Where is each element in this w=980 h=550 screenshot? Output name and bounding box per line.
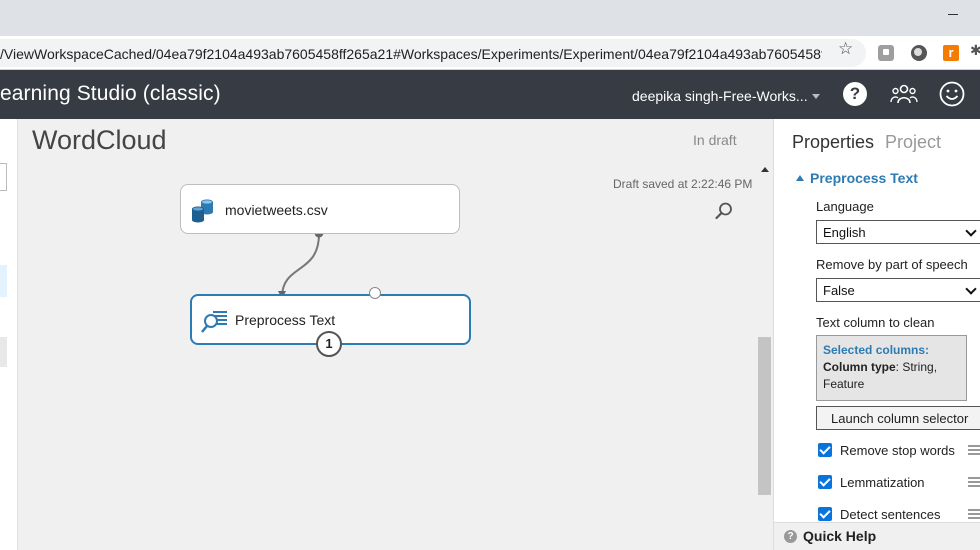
drag-handle-icon[interactable] <box>968 445 980 455</box>
minimize-icon[interactable] <box>948 14 958 15</box>
dataset-module[interactable]: movietweets.csv <box>180 184 460 234</box>
left-nav-item[interactable] <box>0 337 7 367</box>
column-type-key: Column type <box>823 360 896 374</box>
detect-sentences-row[interactable]: Detect sentences <box>816 507 980 525</box>
column-type-value: : String, Feature <box>823 360 938 391</box>
remove-stop-words-row[interactable]: Remove stop words <box>816 443 980 461</box>
browser-titlebar <box>0 0 980 36</box>
left-nav-search-box[interactable] <box>0 163 7 191</box>
language-select[interactable]: English <box>816 220 980 244</box>
left-nav <box>0 119 18 550</box>
selected-columns-box: Selected columns: Column type: String, F… <box>816 335 967 401</box>
text-column-label: Text column to clean <box>816 315 935 330</box>
help-icon[interactable]: ? <box>843 82 867 106</box>
help-circle-icon[interactable]: ? <box>784 530 797 543</box>
experiment-status: In draft <box>693 132 737 148</box>
remove-stop-words-label[interactable]: Remove stop words <box>840 443 955 458</box>
quick-help-bar[interactable]: ? Quick Help <box>774 522 980 550</box>
quick-help-label[interactable]: Quick Help <box>803 528 877 544</box>
preprocess-text-label: Preprocess Text <box>235 312 336 328</box>
tab-properties[interactable]: Properties <box>792 132 875 152</box>
star-icon[interactable]: ☆ <box>838 39 854 58</box>
puzzle-icon[interactable]: ✱ <box>970 42 980 58</box>
workspace-selector[interactable]: deepika singh-Free-Works... <box>632 88 808 104</box>
scroll-thumb[interactable] <box>758 337 771 495</box>
canvas-scrollbar[interactable] <box>758 167 772 507</box>
column-type-line: Column type: String, Feature <box>823 359 960 393</box>
input-port[interactable] <box>369 287 381 299</box>
app-title: earning Studio (classic) <box>0 82 221 105</box>
step-badge: 1 <box>316 331 342 357</box>
detect-sentences-checkbox[interactable] <box>818 507 832 521</box>
left-nav-selected-item[interactable] <box>0 265 7 297</box>
url-text[interactable]: /ViewWorkspaceCached/04ea79f2104a493ab76… <box>0 46 822 62</box>
people-icon[interactable] <box>890 82 918 106</box>
preprocess-text-icon <box>201 311 227 333</box>
scroll-up-arrow-icon[interactable] <box>761 167 769 172</box>
lemmatization-label[interactable]: Lemmatization <box>840 475 925 490</box>
launch-column-selector-button[interactable]: Launch column selector <box>816 406 980 430</box>
tab-project[interactable]: Project <box>885 132 942 152</box>
lemmatization-checkbox[interactable] <box>818 475 832 489</box>
remove-stop-words-checkbox[interactable] <box>818 443 832 457</box>
draft-saved-text: Draft saved at 2:22:46 PM <box>613 177 753 191</box>
experiment-canvas[interactable]: WordCloud In draft Draft saved at 2:22:4… <box>18 119 773 550</box>
app-header: earning Studio (classic) deepika singh-F… <box>0 70 980 119</box>
chevron-down-icon[interactable] <box>812 94 820 99</box>
drag-handle-icon[interactable] <box>968 509 980 519</box>
drag-handle-icon[interactable] <box>968 477 980 487</box>
pos-label: Remove by part of speech <box>816 257 968 272</box>
selected-columns-heading: Selected columns: <box>823 343 930 357</box>
orange-extension-icon[interactable]: r <box>943 45 959 61</box>
experiment-title[interactable]: WordCloud <box>32 125 167 155</box>
detect-sentences-label[interactable]: Detect sentences <box>840 507 941 522</box>
browser-addressbar: /ViewWorkspaceCached/04ea79f2104a493ab76… <box>0 36 980 70</box>
dataset-icon <box>192 199 213 223</box>
screen-share-icon[interactable] <box>878 45 894 61</box>
smile-icon[interactable] <box>939 81 965 107</box>
circle-extension-icon[interactable] <box>911 45 927 61</box>
language-label: Language <box>816 199 874 214</box>
dataset-module-label: movietweets.csv <box>225 202 328 218</box>
lemmatization-row[interactable]: Lemmatization <box>816 475 980 493</box>
collapse-triangle-icon[interactable] <box>796 175 804 181</box>
section-title[interactable]: Preprocess Text <box>810 170 918 186</box>
pos-select[interactable]: False <box>816 278 980 302</box>
url-field[interactable]: /ViewWorkspaceCached/04ea79f2104a493ab76… <box>0 39 866 67</box>
search-icon[interactable] <box>714 201 734 221</box>
properties-panel: Properties Project Preprocess Text Langu… <box>773 119 980 550</box>
